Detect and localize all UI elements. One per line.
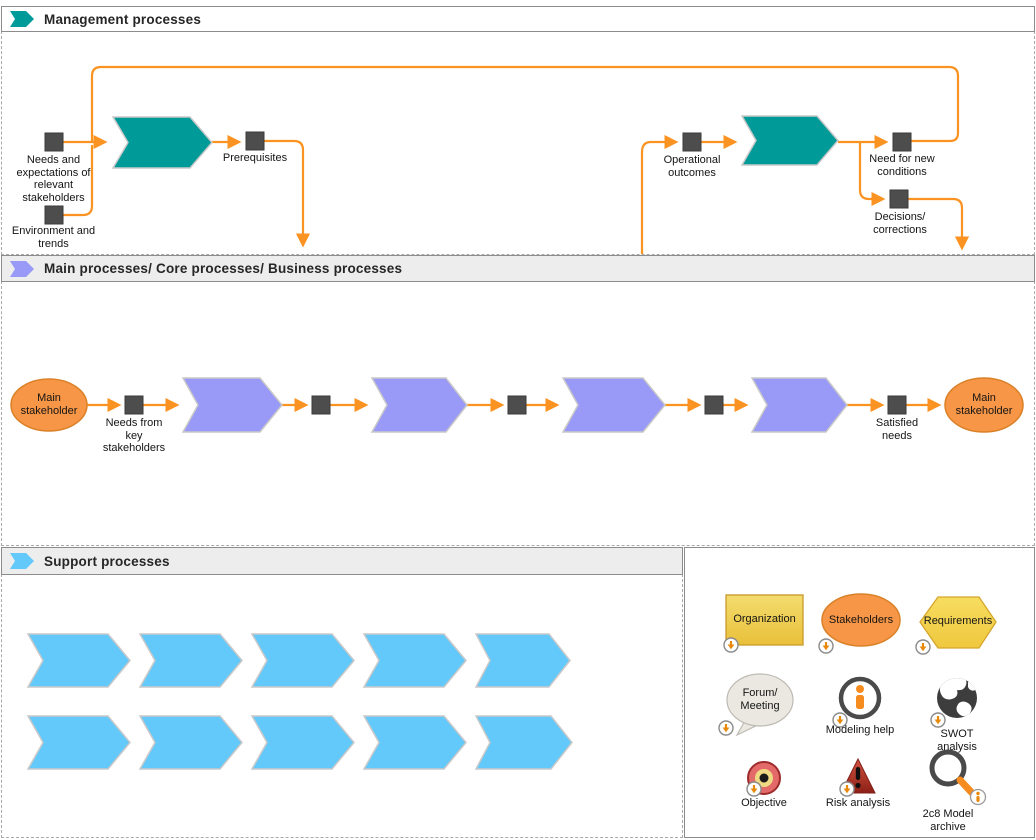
support-process-3[interactable] — [250, 633, 355, 688]
model-archive-icon[interactable] — [929, 749, 987, 806]
drilldown-icon[interactable] — [915, 639, 931, 655]
support-process-2[interactable] — [138, 633, 243, 688]
support-process-5[interactable] — [474, 633, 571, 688]
main-process-1[interactable] — [181, 377, 283, 433]
section-title-support: Support processes — [44, 553, 170, 569]
support-chevron-icon — [10, 553, 34, 569]
object-main-mid-2[interactable] — [507, 395, 527, 415]
main-chevron-icon — [10, 260, 34, 277]
management-chevron-icon — [10, 11, 34, 27]
object-needs-from-key[interactable] — [124, 395, 144, 415]
object-main-mid-1[interactable] — [311, 395, 331, 415]
drilldown-icon[interactable] — [832, 712, 848, 728]
main-process-2[interactable] — [370, 377, 468, 433]
support-process-6[interactable] — [26, 715, 131, 770]
main-process-3[interactable] — [561, 377, 666, 433]
drilldown-icon[interactable] — [818, 638, 834, 654]
object-environment-trends[interactable] — [44, 205, 64, 225]
drilldown-icon[interactable] — [839, 781, 855, 797]
management-process-2[interactable] — [740, 115, 839, 166]
requirements-symbol[interactable] — [919, 596, 997, 649]
main-stakeholder-left-ellipse[interactable] — [10, 378, 88, 432]
object-decisions-corrections[interactable] — [889, 189, 909, 209]
object-needs-expectations[interactable] — [44, 132, 64, 152]
support-process-8[interactable] — [250, 715, 355, 770]
object-prerequisites[interactable] — [245, 131, 265, 151]
modeling-help-icon[interactable] — [838, 676, 882, 720]
support-process-9[interactable] — [362, 715, 467, 770]
support-process-7[interactable] — [138, 715, 243, 770]
object-operational-outcomes[interactable] — [682, 132, 702, 152]
stakeholders-symbol[interactable] — [821, 593, 901, 647]
object-main-mid-3[interactable] — [704, 395, 724, 415]
section-title-management: Management processes — [44, 11, 202, 27]
main-stakeholder-right-ellipse[interactable] — [944, 377, 1024, 433]
info-badge-icon[interactable] — [969, 788, 987, 806]
section-header-main: Main processes/ Core processes/ Business… — [1, 255, 1035, 282]
object-satisfied-needs[interactable] — [887, 395, 907, 415]
section-header-support: Support processes — [1, 547, 683, 575]
section-header-management: Management processes — [1, 6, 1035, 32]
object-need-new-conditions[interactable] — [892, 132, 912, 152]
support-process-10[interactable] — [474, 715, 573, 770]
section-title-main: Main processes/ Core processes/ Business… — [44, 261, 403, 276]
main-process-4[interactable] — [750, 377, 848, 433]
support-process-1[interactable] — [26, 633, 131, 688]
forum-meeting-symbol[interactable] — [726, 673, 794, 737]
drilldown-icon[interactable] — [746, 781, 762, 797]
drilldown-icon[interactable] — [930, 712, 946, 728]
drilldown-icon[interactable] — [723, 637, 739, 653]
management-process-1[interactable] — [111, 116, 213, 169]
drilldown-icon[interactable] — [718, 720, 734, 736]
support-section-body — [1, 574, 683, 838]
support-process-4[interactable] — [362, 633, 467, 688]
organization-symbol[interactable] — [725, 594, 804, 646]
